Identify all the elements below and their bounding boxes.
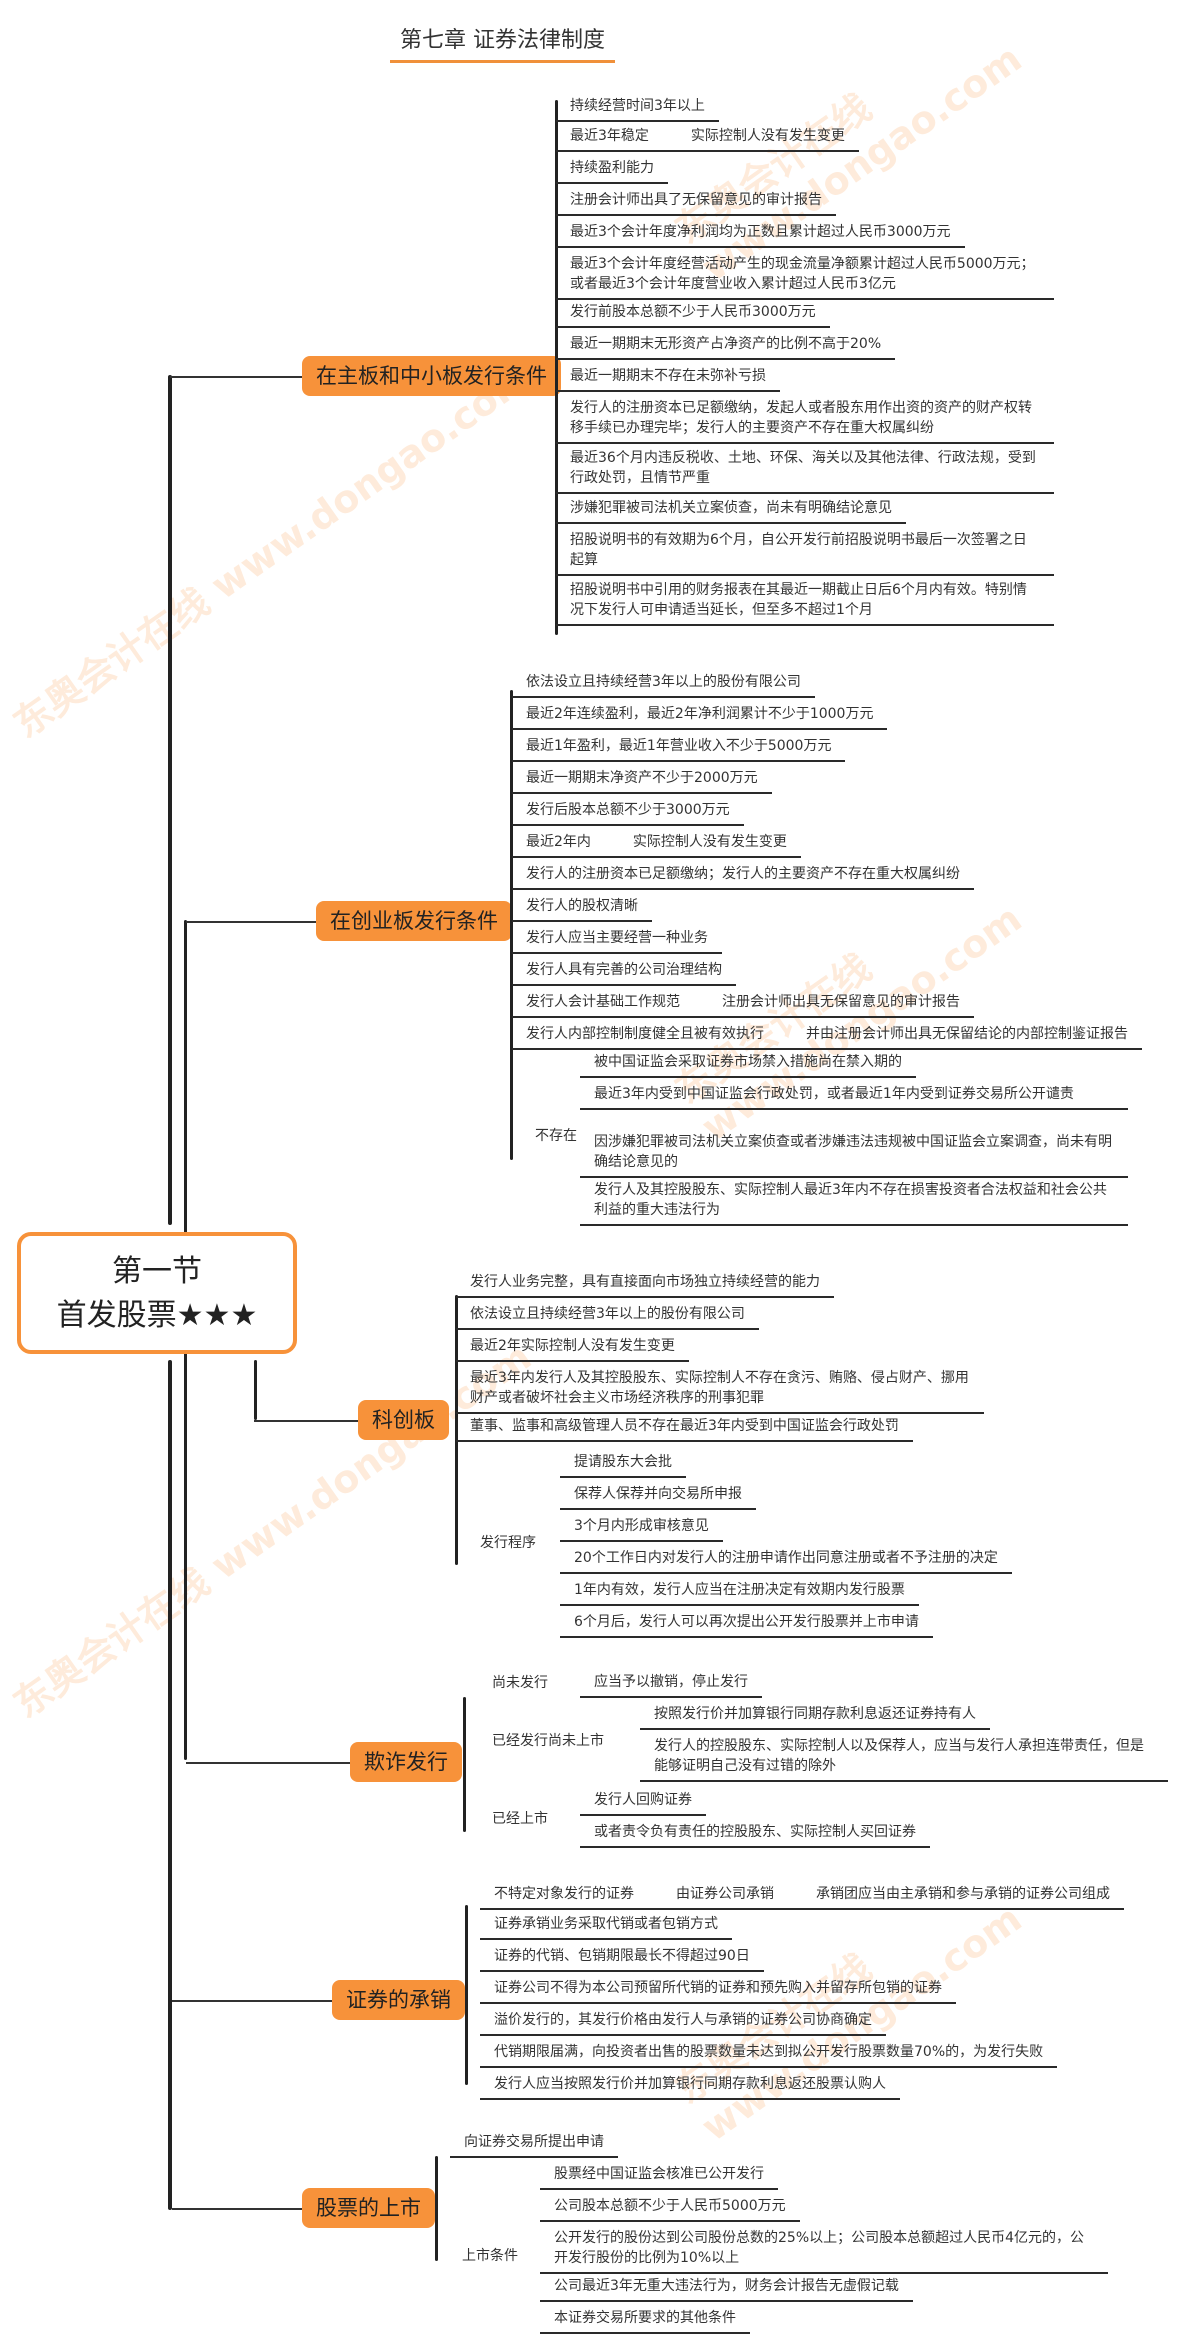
procedure-item: 1年内有效，发行人应当在注册决定有效期内发行股票 [560,1576,919,1606]
branch-fraud-issuance[interactable]: 欺诈发行 [350,1742,462,1782]
underwriting-item: 证券公司不得为本公司预留所代销的证券和预先购入并留存所包销的证券 [480,1974,956,2004]
listing-item: 向证券交易所提出申请 [450,2128,618,2158]
connector [170,376,302,378]
condition-item: 发行人的注册资本已足额缴纳，发起人或者股东用作出资的资产的财产权转移手续已办理完… [556,394,1054,444]
connector [186,921,316,923]
group-label: 已经上市 [492,1811,548,1827]
condition-item: 最近2年内 实际控制人没有发生变更 [512,828,801,858]
connector [172,2000,332,2002]
condition-item: 最近3个会计年度净利润均为正数且累计超过人民币3000万元 [556,218,965,248]
connector [455,1295,458,1565]
connector-spine [168,375,172,1225]
branch-gem-board[interactable]: 在创业板发行条件 [316,901,512,941]
listing-condition: 公司最近3年无重大违法行为，财务会计报告无虚假记载 [540,2272,913,2302]
branch-star-market[interactable]: 科创板 [358,1400,449,1440]
underwriting-item: 代销期限届满，向投资者出售的股票数量未达到拟公开发行股票数量70%的，为发行失败 [480,2038,1058,2068]
watermark: 东奥会计在线 www.dongao.com [5,354,540,747]
listing-condition: 公开发行的股份达到公司股份总数的25%以上；公司股本总额超过人民币4亿元的，公开… [540,2224,1108,2274]
connector [172,2208,302,2210]
condition-item: 最近36个月内违反税收、土地、环保、海关以及其他法律、行政法规，受到行政处罚，且… [556,444,1054,494]
fraud-item: 发行人回购证券 [580,1786,706,1816]
connector [463,1697,466,1832]
procedure-item: 保荐人保荐并向交易所申报 [560,1480,756,1510]
procedure-item: 提请股东大会批 [560,1448,686,1478]
connector [510,690,513,1160]
root-line2: 首发股票★★★ [56,1298,258,1333]
condition-item: 涉嫌犯罪被司法机关立案侦查，尚未有明确结论意见 [556,494,906,524]
underwriting-item: 发行人应当按照发行价并加算银行同期存款利息返还股票认购人 [480,2070,900,2100]
underwriting-item: 溢价发行的，其发行价格由发行人与承销的证券公司协商确定 [480,2006,886,2036]
condition-item: 董事、监事和高级管理人员不存在最近3年内受到中国证监会行政处罚 [456,1412,913,1442]
procedure-item: 20个工作日内对发行人的注册申请作出同意注册或者不予注册的决定 [560,1544,1012,1574]
condition-item: 最近一期期末不存在未弥补亏损 [556,362,780,392]
chapter-title: 第七章 证券法律制度 [400,28,605,53]
condition-item: 最近一期期末无形资产占净资产的比例不高于20% [556,330,896,360]
underwriting-item: 不特定对象发行的证券 由证券公司承销 承销团应当由主承销和参与承销的证券公司组成 [480,1880,1124,1910]
condition-item: 发行人及其控股股东、实际控制人最近3年内不存在损害投资者合法权益和社会公共利益的… [580,1176,1128,1226]
listing-condition: 公司股本总额不少于人民币5000万元 [540,2192,800,2222]
connector-spine [168,1360,172,2210]
condition-item: 发行前股本总额不少于人民币3000万元 [556,298,830,328]
condition-item: 最近3年内发行人及其控股股东、实际控制人不存在贪污、贿赂、侵占财产、挪用财产或者… [456,1364,984,1414]
condition-item: 发行人应当主要经营一种业务 [512,924,722,954]
condition-item: 最近1年盈利，最近1年营业收入不少于5000万元 [512,732,846,762]
fraud-item: 按照发行价并加算银行同期存款利息返还证券持有人 [640,1700,990,1730]
connector [555,100,558,635]
condition-item: 最近3年内受到中国证监会行政处罚，或者最近1年内受到证券交易所公开谴责 [580,1080,1128,1110]
root-node[interactable]: 第一节 首发股票★★★ [17,1232,297,1354]
fraud-item: 或者责令负有责任的控股股东、实际控制人买回证券 [580,1818,930,1848]
underwriting-item: 证券承销业务采取代销或者包销方式 [480,1910,732,1940]
sub-label-listing-conditions: 上市条件 [462,2248,518,2264]
sub-label-procedure: 发行程序 [480,1535,536,1551]
condition-item: 发行人会计基础工作规范 注册会计师出具无保留意见的审计报告 [512,988,974,1018]
root-line1: 第一节 [112,1254,202,1289]
condition-item: 发行人的股权清晰 [512,892,652,922]
condition-item: 持续盈利能力 [556,154,668,184]
sub-label-not-exist: 不存在 [535,1128,577,1144]
listing-condition: 本证券交易所要求的其他条件 [540,2304,750,2334]
condition-item: 注册会计师出具了无保留意见的审计报告 [556,186,836,216]
connector [254,1360,257,1420]
fraud-item: 发行人的控股股东、实际控制人以及保荐人，应当与发行人承担连带责任，但是能够证明自… [640,1732,1168,1782]
condition-item: 最近3年稳定 实际控制人没有发生变更 [556,122,859,152]
connector [254,1420,358,1422]
condition-item: 发行人的注册资本已足额缴纳；发行人的主要资产不存在重大权属纠纷 [512,860,974,890]
condition-item: 持续经营时间3年以上 [556,92,719,122]
condition-item: 招股说明书中引用的财务报表在其最近一期截止日后6个月内有效。特别情况下发行人可申… [556,576,1054,626]
condition-item: 被中国证监会采取证券市场禁入措施尚在禁入期的 [580,1048,916,1078]
procedure-item: 3个月内形成审核意见 [560,1512,723,1542]
group-label: 尚未发行 [492,1675,548,1691]
connector [435,2156,438,2261]
condition-item: 因涉嫌犯罪被司法机关立案侦查或者涉嫌违法违规被中国证监会立案调查，尚未有明确结论… [580,1128,1128,1178]
connector [465,1905,468,2085]
condition-item: 发行人具有完善的公司治理结构 [512,956,736,986]
condition-item: 发行人业务完整，具有直接面向市场独立持续经营的能力 [456,1268,834,1298]
condition-item: 最近一期期末净资产不少于2000万元 [512,764,772,794]
condition-item: 招股说明书的有效期为6个月，自公开发行前招股说明书最后一次签署之日起算 [556,526,1054,576]
branch-underwriting[interactable]: 证券的承销 [332,1980,465,2020]
condition-item: 发行人内部控制制度健全且被有效执行 并由注册会计师出具无保留结论的内部控制鉴证报… [512,1020,1142,1050]
condition-item: 最近2年连续盈利，最近2年净利润累计不少于1000万元 [512,700,888,730]
procedure-item: 6个月后，发行人可以再次提出公开发行股票并上市申请 [560,1608,933,1638]
branch-main-board[interactable]: 在主板和中小板发行条件 [302,356,561,396]
listing-condition: 股票经中国证监会核准已公开发行 [540,2160,778,2190]
branch-listing[interactable]: 股票的上市 [302,2188,435,2228]
condition-item: 依法设立且持续经营3年以上的股份有限公司 [456,1300,759,1330]
condition-item: 发行后股本总额不少于3000万元 [512,796,744,826]
group-label: 已经发行尚未上市 [492,1733,604,1749]
condition-item: 依法设立且持续经营3年以上的股份有限公司 [512,668,815,698]
title-underline [390,60,615,63]
condition-item: 最近2年实际控制人没有发生变更 [456,1332,689,1362]
fraud-item: 应当予以撤销，停止发行 [580,1668,762,1698]
underwriting-item: 证券的代销、包销期限最长不得超过90日 [480,1942,764,1972]
connector [186,1762,350,1764]
condition-item: 最近3个会计年度经营活动产生的现金流量净额累计超过人民币5000万元；或者最近3… [556,250,1054,300]
